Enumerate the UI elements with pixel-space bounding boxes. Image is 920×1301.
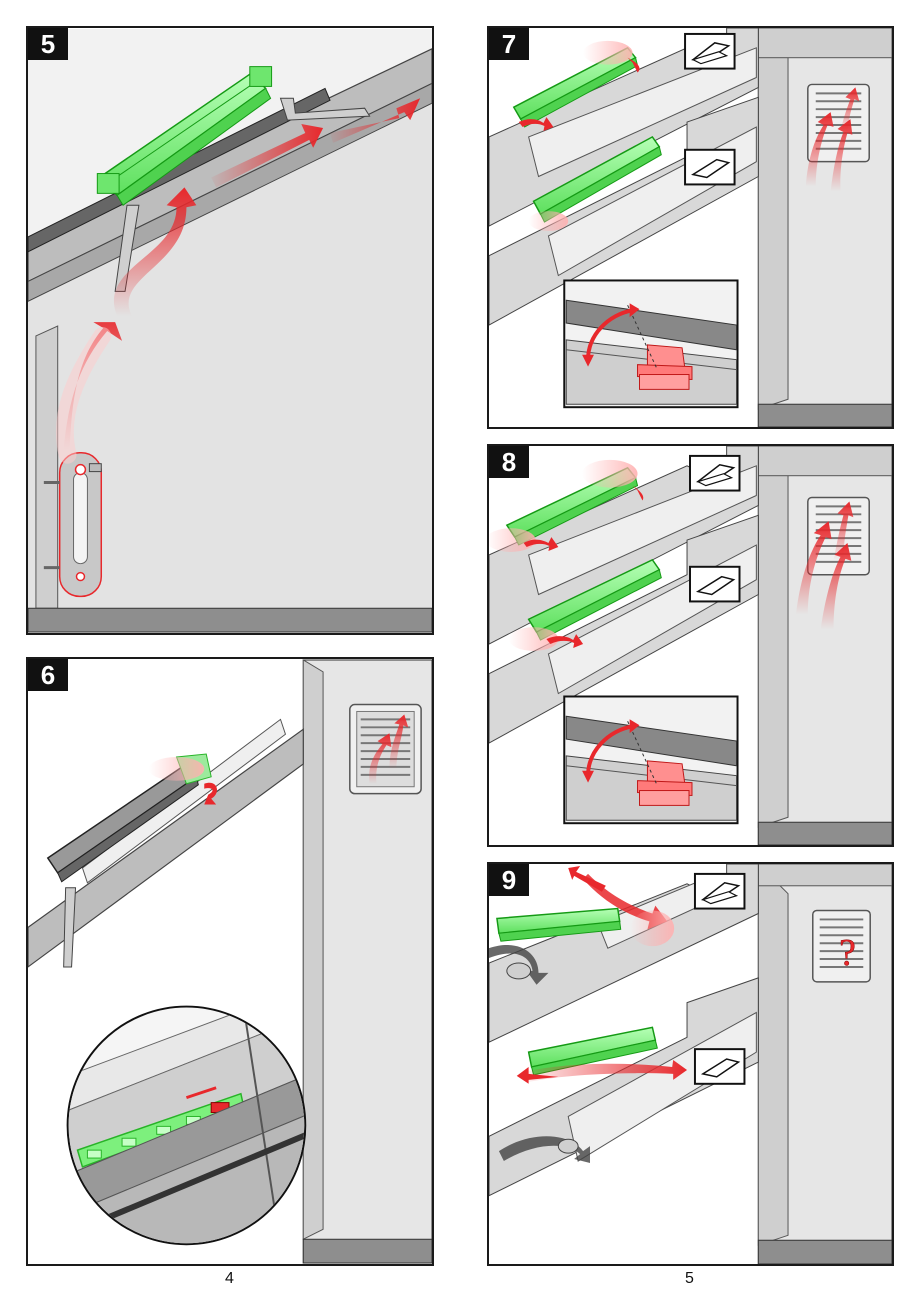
window-open-icon — [689, 454, 741, 492]
step-number-badge: 9 — [489, 864, 529, 896]
page-number-right: 5 — [685, 1270, 694, 1287]
window-open-icon — [693, 872, 746, 910]
step-number-badge: 7 — [489, 28, 529, 60]
green-vent-flap-lower — [532, 135, 662, 223]
step-9-panel: 9 ? — [487, 862, 894, 1266]
window-half-open-icon — [693, 1048, 746, 1085]
wall-vent-grille — [795, 496, 870, 630]
step-5-illustration — [28, 28, 432, 633]
step-9-illustration: ? — [489, 864, 892, 1264]
page-number-left: 4 — [225, 1270, 234, 1287]
wall-vent-grille — [349, 703, 422, 795]
question-mark: ? — [839, 932, 856, 974]
green-vent-flap — [96, 66, 273, 206]
step-6-illustration — [28, 659, 432, 1264]
step-number-badge: 6 — [28, 659, 68, 691]
window-open-icon — [684, 32, 736, 70]
step-6-panel: 6 — [26, 657, 434, 1266]
radiator — [43, 452, 103, 598]
step-8-illustration — [489, 446, 892, 845]
step-number-badge: 8 — [489, 446, 529, 478]
window-half-open-icon — [689, 565, 741, 603]
question-mark-icon: ? — [839, 932, 856, 974]
wall-vent-grille — [812, 909, 871, 983]
step-8-panel: 8 — [487, 444, 894, 847]
green-vent-flap-upper — [512, 46, 639, 128]
green-vent-flap-removed-upper — [496, 907, 622, 942]
window-half-open-icon — [684, 148, 736, 186]
latch-detail-inset — [563, 695, 739, 825]
step-7-illustration — [489, 28, 892, 427]
step-5-panel: 5 — [26, 26, 434, 635]
step-number-badge: 5 — [28, 28, 68, 60]
wall-vent-grille — [805, 83, 870, 192]
step-7-panel: 7 — [487, 26, 894, 429]
latch-detail-inset — [563, 279, 739, 409]
